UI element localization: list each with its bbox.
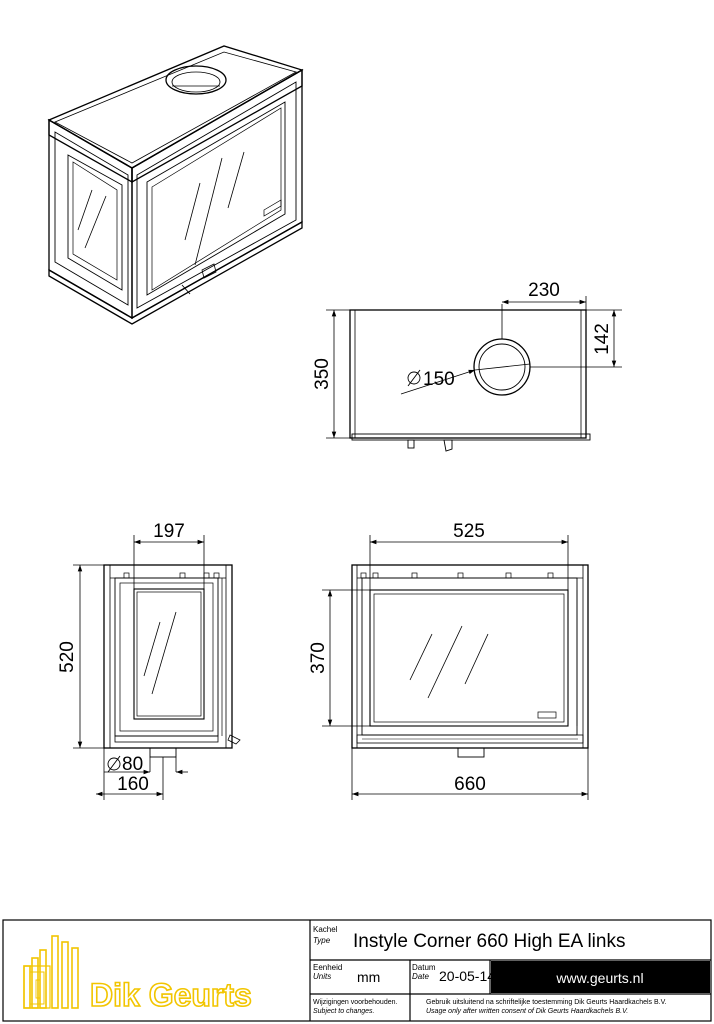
front-glass — [369, 589, 569, 727]
diameter-80-label: 80 — [107, 754, 143, 775]
consent-note-nl: Gebruik uitsluitend na schriftelijke toe… — [426, 999, 667, 1006]
side-glass — [133, 588, 205, 720]
date-value: 20-05-14 — [439, 968, 495, 984]
dim-197: 197 — [153, 521, 185, 542]
website-box — [491, 961, 710, 993]
changes-note-nl: Wijzigingen voorbehouden. — [313, 999, 397, 1006]
dim-150: 150 — [423, 369, 455, 390]
dim-520: 520 — [57, 641, 78, 673]
top-view-dimensions — [326, 296, 622, 439]
diameter-symbol-icon — [107, 757, 121, 771]
type-label: Kachel — [313, 925, 338, 934]
date-label: Datum — [412, 963, 436, 972]
dim-142: 142 — [592, 323, 613, 355]
logo-wordmark: Dik Geurts — [90, 977, 252, 1013]
dim-370: 370 — [308, 642, 329, 674]
type-label-en: Type — [313, 936, 331, 945]
units-label-en: Units — [313, 972, 331, 981]
units-label: Eenheid — [313, 963, 342, 972]
diameter-symbol-icon — [407, 371, 421, 385]
dim-160: 160 — [117, 774, 149, 795]
isometric-view — [47, 45, 304, 325]
top-view — [349, 309, 591, 452]
dim-660: 660 — [454, 774, 486, 795]
title-block — [2, 919, 712, 1022]
side-view — [103, 564, 241, 758]
front-view — [351, 564, 589, 758]
diameter-150-label: 150 — [407, 369, 455, 390]
flue-opening-iso — [165, 65, 227, 95]
consent-note-en: Usage only after written consent of Dik … — [426, 1008, 628, 1015]
dik-geurts-logo — [23, 935, 79, 1009]
side-flue-pipe — [149, 747, 177, 758]
dim-80: 80 — [122, 754, 143, 775]
stove-type-value: Instyle Corner 660 High EA links — [353, 931, 625, 952]
website-link[interactable]: www.geurts.nl — [555, 970, 643, 986]
dim-350: 350 — [312, 358, 333, 390]
dim-525: 525 — [453, 521, 485, 542]
changes-note-en: Subject to changes. — [313, 1008, 375, 1015]
units-value: mm — [357, 969, 380, 985]
side-view-dimensions — [73, 535, 205, 800]
date-label-en: Date — [412, 972, 429, 981]
dim-230: 230 — [528, 280, 560, 301]
front-view-dimensions — [322, 535, 589, 800]
